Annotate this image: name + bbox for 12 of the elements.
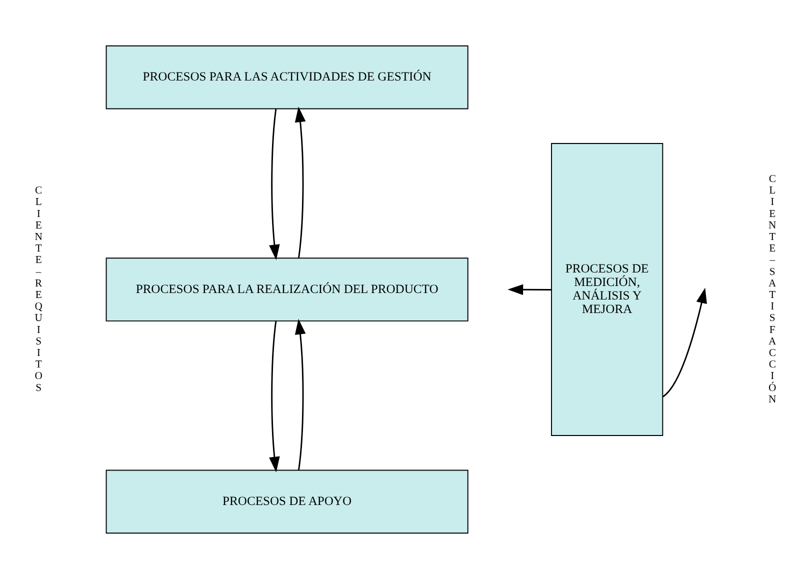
node-box: PROCESOS DE APOYO	[106, 469, 468, 534]
node-box: PROCESOS PARA LAS ACTIVIDADES DE GESTIÓN	[106, 44, 468, 109]
node-box: PROCESOS PARA LA REALIZACIÓN DEL PRODUCTO	[106, 257, 468, 321]
arrow	[269, 320, 280, 472]
arrow	[294, 106, 306, 258]
arrow	[508, 284, 552, 295]
label: CLIENTE–SATISFACCIÓN	[768, 173, 776, 405]
arrow	[269, 108, 280, 260]
node-box: PROCESOS DE MEDICIÓN, ANÁLISIS Y MEJORA	[551, 142, 664, 436]
arrow	[662, 287, 707, 397]
arrow	[294, 318, 306, 470]
label: CLIENTE–REQUISITOS	[34, 185, 42, 394]
